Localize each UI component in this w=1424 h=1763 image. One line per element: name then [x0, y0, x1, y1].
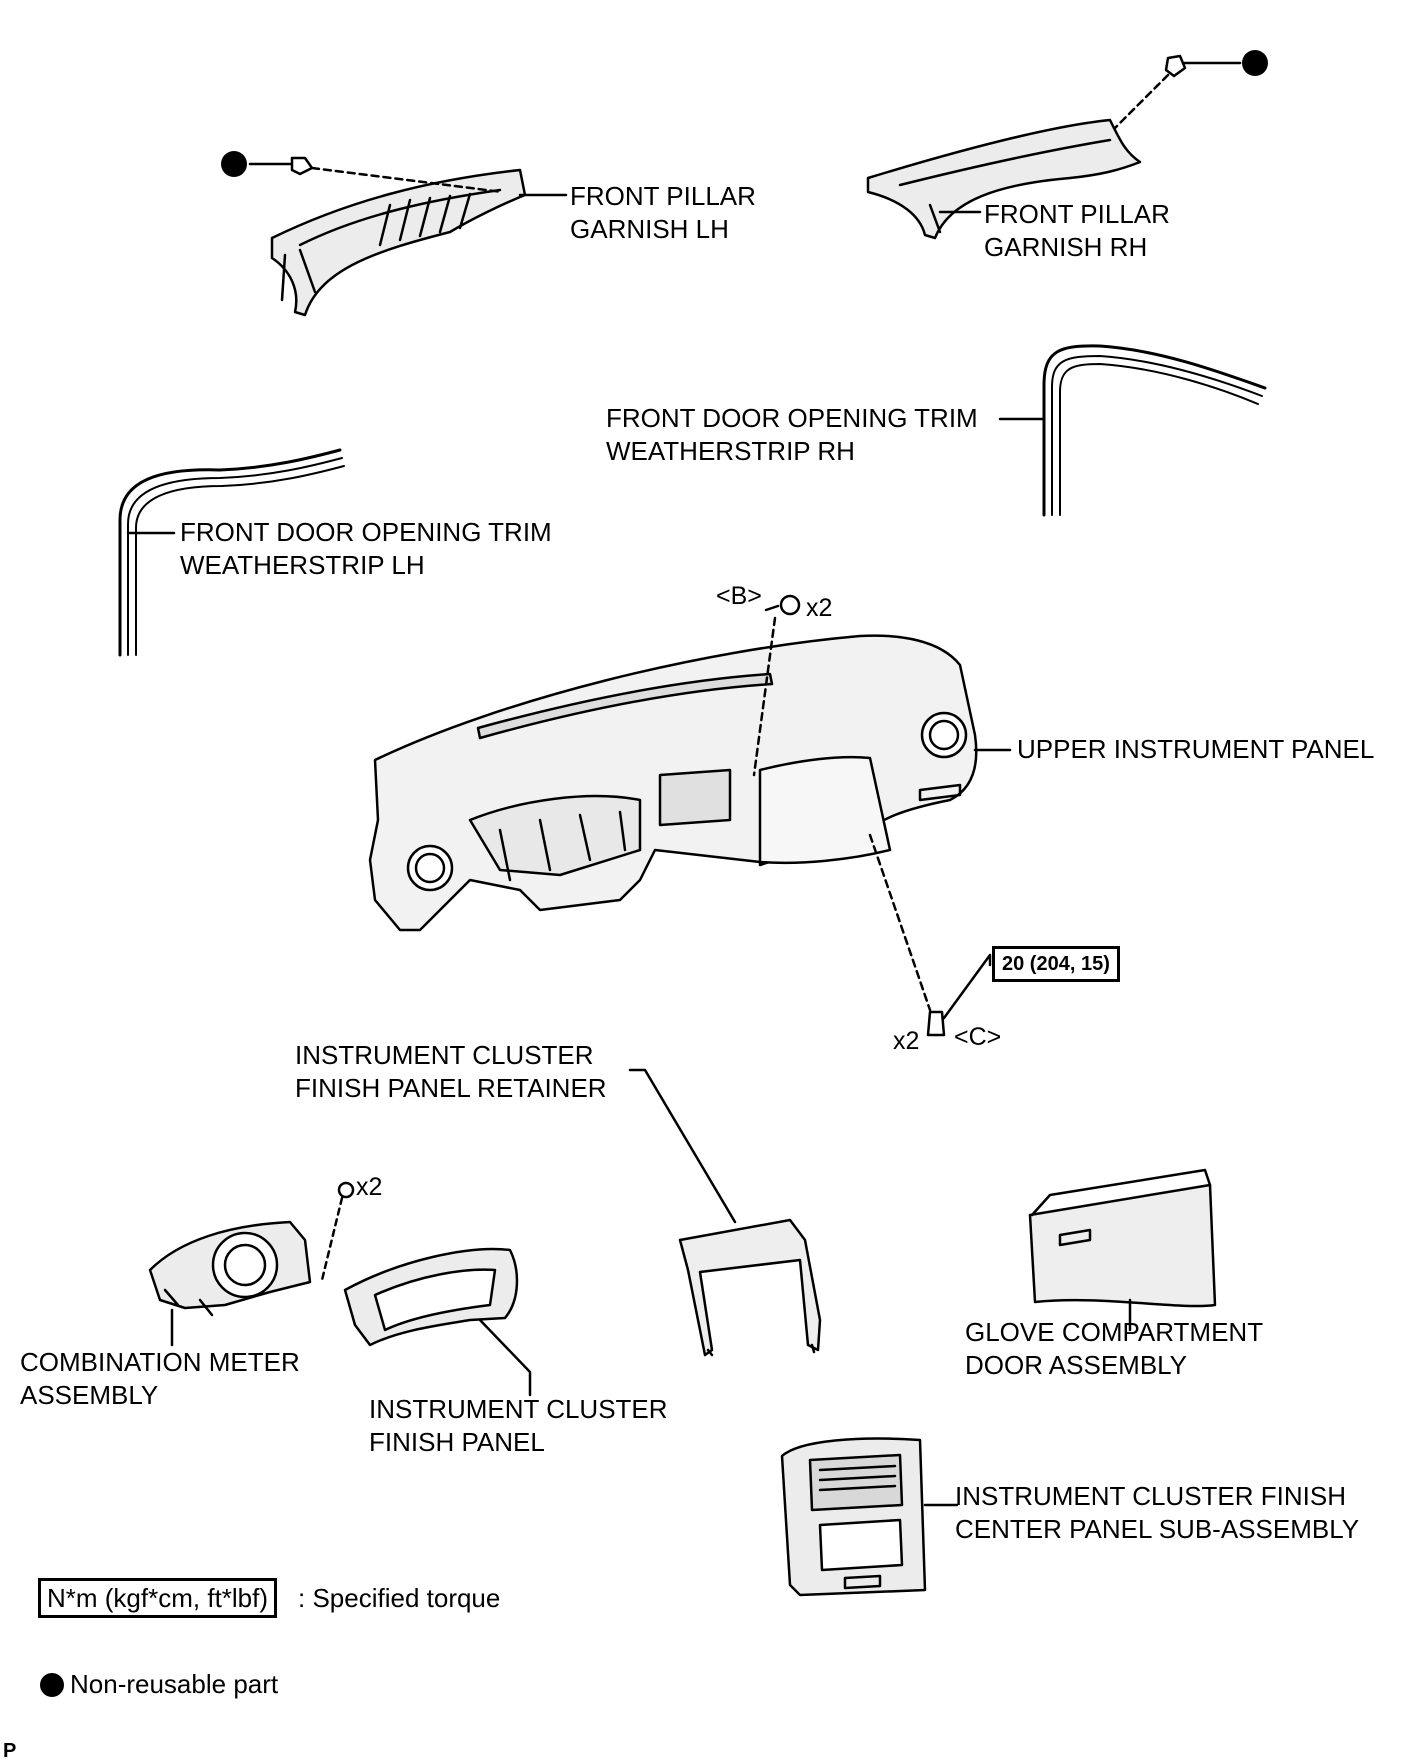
- cluster-retainer-drawing: [678, 1218, 822, 1357]
- corner-mark: P: [3, 1740, 17, 1762]
- label-cluster-retainer: INSTRUMENT CLUSTER FINISH PANEL RETAINER: [295, 1040, 607, 1103]
- glove-compartment-drawing: [1028, 1168, 1217, 1308]
- screw-b-drawing: [779, 594, 801, 616]
- non-reusable-dot-lh: [221, 151, 247, 177]
- cluster-finish-panel-drawing: [343, 1247, 519, 1347]
- legend-torque-text: : Specified torque: [298, 1583, 501, 1613]
- label-weatherstrip-rh: FRONT DOOR OPENING TRIM WEATHERSTRIP RH: [606, 403, 978, 466]
- fastener-c-qty: x2: [893, 1027, 920, 1055]
- leader-retainer: [628, 1068, 737, 1224]
- legend-non-reusable-text: Non-reusable part: [70, 1669, 279, 1699]
- weatherstrip-lh-drawing: [118, 448, 345, 657]
- label-center-panel: INSTRUMENT CLUSTER FINISH CENTER PANEL S…: [955, 1481, 1360, 1544]
- bolt-c-drawing: [926, 1010, 946, 1037]
- weatherstrip-rh-drawing: [1042, 344, 1267, 517]
- clip-lh-drawing: [290, 156, 314, 176]
- leader-torque: [942, 953, 992, 1020]
- meter-screw-drawing: [337, 1181, 355, 1199]
- label-upper-instrument-panel: UPPER INSTRUMENT PANEL: [1017, 734, 1375, 764]
- label-glove-compartment: GLOVE COMPARTMENT DOOR ASSEMBLY: [965, 1317, 1264, 1380]
- combination-meter-drawing: [148, 1220, 312, 1317]
- fastener-b-tag: <B>: [716, 582, 762, 610]
- label-front-pillar-garnish-rh: FRONT PILLAR GARNISH RH: [984, 199, 1170, 262]
- label-combination-meter: COMBINATION METER ASSEMBLY: [20, 1347, 300, 1410]
- meter-screw-qty: x2: [356, 1173, 383, 1201]
- legend-torque-box: N*m (kgf*cm, ft*lbf): [38, 1578, 278, 1618]
- label-weatherstrip-lh: FRONT DOOR OPENING TRIM WEATHERSTRIP LH: [180, 517, 552, 580]
- non-reusable-dot-rh: [1242, 50, 1268, 76]
- center-panel-drawing: [780, 1437, 927, 1597]
- torque-value-box: 20 (204, 15): [992, 946, 1120, 982]
- fastener-b-qty: x2: [806, 594, 833, 622]
- dashed-leader-clip-rh: [1113, 73, 1170, 130]
- dashed-leader-bolt-c: [868, 833, 932, 1012]
- dashed-leader-clip-lh: [310, 166, 504, 194]
- legend-non-reusable-dot: [40, 1673, 64, 1697]
- upper-instrument-panel-drawing: [368, 634, 978, 932]
- fastener-c-tag: <C>: [954, 1023, 1002, 1051]
- leader-b-tag: [764, 604, 780, 612]
- clip-rh-drawing: [1164, 54, 1187, 78]
- label-cluster-finish-panel: INSTRUMENT CLUSTER FINISH PANEL: [369, 1394, 668, 1457]
- dashed-leader-screw-b: [752, 616, 777, 777]
- front-pillar-garnish-lh-drawing: [270, 168, 527, 317]
- front-pillar-garnish-rh-drawing: [866, 118, 1142, 240]
- label-front-pillar-garnish-lh: FRONT PILLAR GARNISH LH: [570, 181, 756, 244]
- dashed-leader-meter-screw: [320, 1196, 344, 1282]
- leader-finish-panel: [478, 1318, 532, 1397]
